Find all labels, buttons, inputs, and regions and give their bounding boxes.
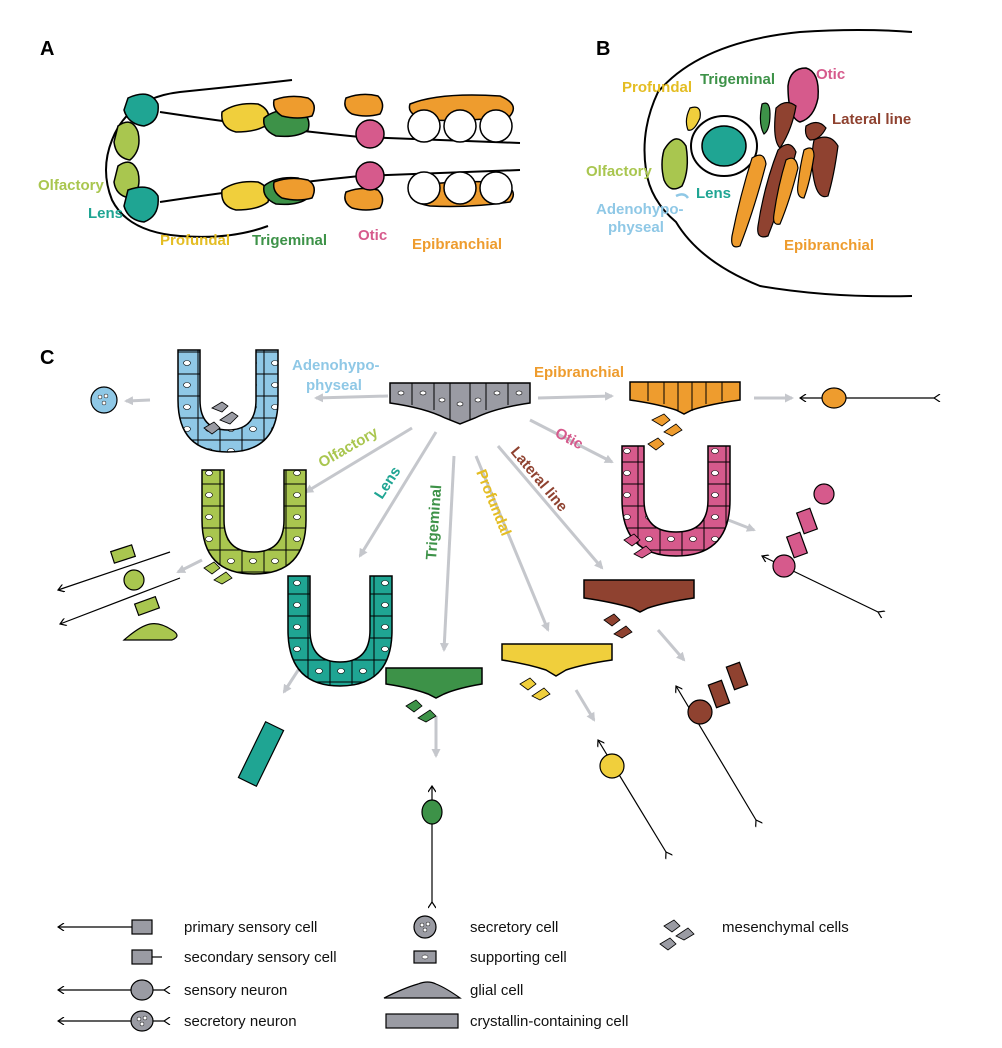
label-a-otic: Otic — [358, 227, 387, 244]
label-a-epibranchial: Epibranchial — [412, 236, 502, 253]
lineage-arrows — [124, 391, 794, 758]
legend-secondary-sensory: secondary sensory cell — [131, 949, 337, 966]
label-b-adeno-2: physeal — [608, 219, 664, 236]
lateral-line-placode-c — [583, 579, 695, 639]
legend-sensory-neuron: sensory neuron — [58, 979, 287, 1001]
lens-placode-b — [701, 125, 747, 167]
epibranchial-placode-b — [731, 154, 767, 248]
svg-text:sensory neuron: sensory neuron — [184, 982, 287, 999]
panel-b-letter: B — [596, 38, 610, 60]
panel-a-letter: A — [40, 38, 54, 60]
epibranchial-neuron-c — [821, 387, 847, 409]
label-a-trigeminal: Trigeminal — [252, 232, 327, 249]
olfactory-derivatives — [58, 544, 181, 641]
olfactory-placode-c — [201, 469, 307, 585]
svg-text:secretory cell: secretory cell — [470, 919, 558, 936]
lens-placode-a — [123, 93, 159, 127]
panel-a: A Olfactory Lens P — [38, 38, 521, 253]
label-b-otic: Otic — [816, 66, 845, 83]
olfactory-placode-a-left — [113, 121, 140, 161]
profundal-neuron-c — [599, 753, 625, 779]
lateral-line-placode-b — [811, 136, 839, 198]
svg-text:mesenchymal cells: mesenchymal cells — [722, 919, 849, 936]
label-c-adeno-1: Adenohypo- — [292, 357, 380, 374]
legend-glial-cell: glial cell — [383, 981, 523, 999]
label-b-trigeminal: Trigeminal — [700, 71, 775, 88]
legend-primary-sensory: primary sensory cell — [58, 919, 317, 936]
legend-mesenchymal: mesenchymal cells — [659, 919, 849, 951]
crystallin-cell-c — [237, 720, 285, 788]
trigeminal-placode-c — [385, 667, 483, 723]
label-c-profundal: Profundal — [472, 467, 514, 538]
legend: primary sensory cell secondary sensory c… — [58, 915, 849, 1032]
label-a-olfactory: Olfactory — [38, 177, 105, 194]
svg-text:secondary sensory cell: secondary sensory cell — [184, 949, 337, 966]
label-b-lateral-line: Lateral line — [832, 111, 911, 128]
trigeminal-placode-b — [759, 102, 771, 135]
olfactory-placode-b — [661, 138, 689, 190]
svg-text:glial cell: glial cell — [470, 982, 523, 999]
legend-secretory-cell: secretory cell — [413, 915, 558, 939]
label-b-profundal: Profundal — [622, 79, 692, 96]
lateral-line-derivatives — [676, 661, 756, 820]
label-c-lateral-line: Lateral line — [507, 444, 571, 516]
label-c-epibranchial: Epibranchial — [534, 364, 624, 381]
svg-text:primary sensory cell: primary sensory cell — [184, 919, 317, 936]
profundal-placode-b — [685, 106, 701, 131]
label-b-adeno-1: Adenohypo- — [596, 201, 684, 218]
embryo-outline-a — [105, 79, 293, 238]
panel-c: C — [40, 347, 934, 902]
legend-crystallin-cell: crystallin-containing cell — [385, 1013, 628, 1030]
panel-b: B Profundal Trigeminal Otic Lateral line… — [586, 29, 913, 298]
trigeminal-neuron-c — [421, 799, 443, 825]
epibranchial-placode-c — [629, 381, 741, 451]
otic-placode-c — [621, 445, 731, 559]
label-a-profundal: Profundal — [160, 232, 230, 249]
adenohypophyseal-placode-c — [177, 349, 279, 453]
label-b-olfactory: Olfactory — [586, 163, 653, 180]
otic-derivatives — [762, 483, 878, 612]
label-a-lens: Lens — [88, 205, 123, 222]
legend-secretory-neuron: secretory neuron — [58, 1010, 297, 1032]
svg-text:secretory neuron: secretory neuron — [184, 1013, 297, 1030]
legend-supporting-cell: supporting cell — [413, 949, 567, 966]
label-c-otic: Otic — [552, 425, 586, 454]
svg-text:crystallin-containing cell: crystallin-containing cell — [470, 1013, 628, 1030]
label-c-olfactory: Olfactory — [316, 423, 382, 471]
label-c-trigeminal: Trigeminal — [423, 484, 445, 560]
label-b-epibranchial: Epibranchial — [784, 237, 874, 254]
head-outline-b — [643, 29, 913, 298]
lens-placode-c — [287, 575, 393, 687]
label-c-lens: Lens — [371, 464, 404, 503]
otic-placode-a — [355, 119, 385, 149]
panel-c-letter: C — [40, 347, 54, 369]
svg-text:supporting cell: supporting cell — [470, 949, 567, 966]
profundal-placode-c — [501, 643, 613, 701]
label-b-lens: Lens — [696, 185, 731, 202]
label-c-adeno-2: physeal — [306, 377, 362, 394]
profundal-placode-a — [221, 102, 270, 133]
secretory-cell-c — [90, 386, 118, 414]
pre-placodal-ectoderm — [389, 382, 531, 425]
